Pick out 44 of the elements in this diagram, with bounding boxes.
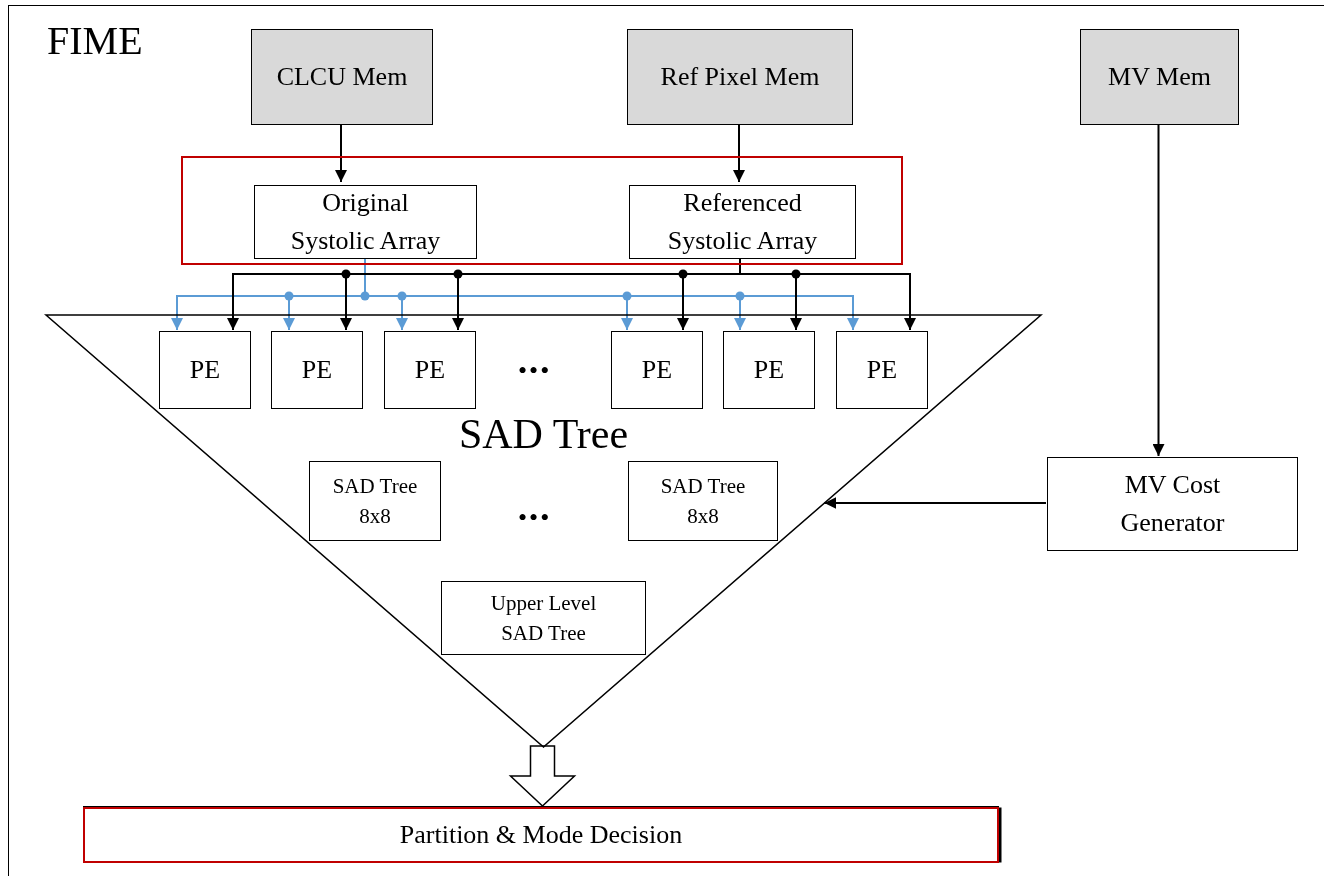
- box-label: CLCU Mem: [276, 61, 408, 94]
- panel-title: FIME: [47, 17, 143, 65]
- box-label: Partition & Mode Decision: [399, 819, 683, 852]
- box-label: SAD Tree 8x8: [659, 472, 747, 530]
- box-label: PE: [189, 354, 221, 387]
- process-box: [836, 331, 928, 409]
- arrow: [335, 123, 347, 183]
- box-label: PE: [753, 354, 785, 387]
- process-box: [611, 331, 703, 409]
- ellipsis-label: •••: [518, 503, 552, 533]
- memory-box: [627, 29, 853, 125]
- process-box: [628, 461, 778, 541]
- process-box: [254, 185, 477, 259]
- box-label: Original Systolic Array: [289, 187, 442, 257]
- tree-title: SAD Tree: [458, 413, 629, 455]
- process-box: [159, 331, 251, 409]
- box-label: PE: [641, 354, 673, 387]
- box-label: MV Mem: [1108, 61, 1211, 94]
- arrow: [1152, 123, 1165, 457]
- process-box: [629, 185, 856, 259]
- triangle-shape: [46, 315, 1041, 747]
- decision-box: [83, 807, 999, 863]
- arrow: [823, 497, 1047, 509]
- box-label: PE: [414, 354, 446, 387]
- box-label: Ref Pixel Mem: [660, 61, 820, 94]
- box-label: MV Cost Generator: [1119, 469, 1226, 539]
- process-box: [271, 331, 363, 409]
- memory-box: [1080, 29, 1239, 125]
- ellipsis-label: •••: [518, 356, 552, 386]
- block-arrow: [508, 745, 577, 808]
- box-label: Upper Level SAD Tree: [489, 589, 598, 647]
- process-box: [723, 331, 815, 409]
- frame-panel: [8, 5, 1324, 876]
- box-label: SAD Tree 8x8: [331, 472, 419, 530]
- process-box: [384, 331, 476, 409]
- memory-box: [251, 29, 433, 125]
- process-box: [441, 581, 646, 655]
- arrow: [733, 123, 745, 183]
- box-label: PE: [301, 354, 333, 387]
- group-outline: [181, 156, 903, 265]
- process-box: [309, 461, 441, 541]
- box-label: PE: [866, 354, 898, 387]
- process-box: [1047, 457, 1298, 551]
- box-label: Referenced Systolic Array: [666, 187, 819, 257]
